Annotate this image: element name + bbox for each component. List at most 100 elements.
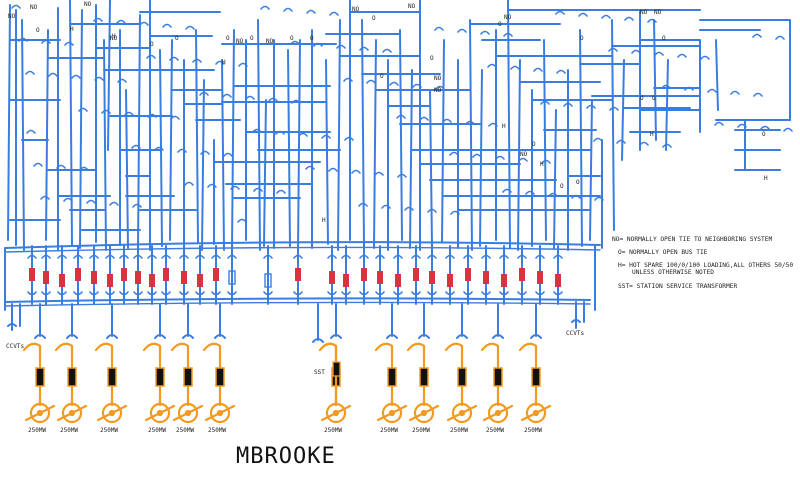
feeder-line (107, 0, 111, 151)
o-label: O (250, 35, 254, 42)
step-up-transformer (531, 367, 541, 387)
switch-symbol (26, 129, 36, 134)
generator-symbol (149, 402, 171, 424)
upper-transmission-network (7, 0, 793, 251)
h-label: H (70, 26, 74, 33)
switch-symbol (419, 116, 429, 121)
circuit-breaker (107, 274, 113, 287)
bay-disconnect (327, 254, 337, 296)
legend-h-line2: UNLESS OTHERWISE NOTED (632, 269, 714, 277)
circuit-breaker (43, 271, 49, 284)
bay-disconnect (553, 254, 563, 296)
switch-symbol (170, 115, 180, 120)
switch-symbol (427, 208, 437, 213)
switch-symbol (222, 93, 232, 98)
bay-disconnect (41, 254, 51, 296)
feeder-line (69, 0, 73, 246)
switch-symbol (752, 33, 762, 38)
bay-disconnect (293, 254, 303, 296)
circuit-breaker (555, 274, 561, 287)
switch-symbol (533, 67, 543, 72)
feeder-line (297, 39, 301, 251)
bay-disconnect (359, 254, 369, 296)
switch-symbol (555, 10, 565, 15)
generator-symbol (487, 402, 509, 424)
switch-symbol (381, 204, 391, 209)
step-up-transformer (67, 367, 77, 387)
generator-section (22, 342, 552, 424)
generator-rating: 250MW (208, 427, 226, 434)
circuit-breaker (501, 274, 507, 287)
generator-rating: 250MW (324, 427, 342, 434)
generator-rating: 250MW (60, 427, 78, 434)
switch-symbol (237, 218, 247, 223)
generator-slash (96, 404, 128, 422)
switch-symbol (329, 11, 339, 16)
step-up-transformer (215, 367, 225, 387)
circuit-breaker (149, 274, 155, 287)
switch-symbol (571, 194, 581, 199)
switch-symbol (33, 162, 43, 167)
switch-symbol (94, 76, 104, 81)
no-label: NO (266, 38, 274, 45)
switch-symbol (78, 107, 88, 112)
feeder-line (361, 19, 365, 247)
switch-symbol (540, 100, 550, 105)
open-breaker (228, 270, 236, 285)
switch-symbol (631, 49, 641, 54)
switch-symbol (200, 150, 210, 155)
switch-symbol (760, 125, 770, 130)
step-up-transformer (419, 367, 429, 387)
generator-symbol (451, 402, 473, 424)
generator-feeder (330, 303, 342, 339)
circuit-breaker (465, 268, 471, 281)
o-label: O (532, 141, 536, 148)
o-label: O (560, 183, 564, 190)
h-label: H (112, 33, 116, 40)
switch-symbol (359, 46, 369, 51)
generator-rating: 250MW (524, 427, 542, 434)
switch-symbol (93, 17, 103, 22)
bay-disconnect (105, 254, 115, 296)
no-label: NO (504, 14, 512, 21)
switch-symbol (434, 26, 444, 31)
feeder-line (257, 19, 261, 251)
step-up-transformer (107, 367, 117, 387)
switch-symbol (147, 113, 157, 118)
h-label: H (540, 161, 544, 168)
circuit-breaker (59, 274, 65, 287)
legend-o: O= NORMALLY OPEN BUS TIE (618, 248, 708, 256)
legend: NO= NORMALLY OPEN TIE TO NEIGHBORING SYS… (612, 236, 797, 296)
circuit-breaker (395, 274, 401, 287)
o-label: O (150, 41, 154, 48)
feeder-line (469, 19, 473, 251)
ccvt-right-label: CCVTs (566, 330, 584, 337)
no-label: NO (352, 6, 360, 13)
switch-symbol (594, 196, 604, 201)
o-label: O (430, 55, 434, 62)
switch-symbol (291, 99, 301, 104)
o-label: O (372, 15, 376, 22)
feeder-line (517, 59, 521, 251)
switch-symbol (344, 136, 354, 141)
legend-h-line1: H= HOT SPARE 100/0/100 LOADING,ALL OTHER… (618, 261, 794, 269)
circuit-breaker (447, 274, 453, 287)
o-label: O (762, 131, 766, 138)
no-label: NO (654, 9, 662, 16)
feeder-line (409, 69, 413, 249)
feeder-line (337, 19, 341, 251)
o-label: O (640, 95, 644, 102)
switch-symbol (223, 152, 233, 157)
feeder-line (621, 59, 625, 161)
generator-slash (446, 404, 478, 422)
bay-disconnect (263, 254, 273, 296)
switch-symbol (116, 19, 126, 24)
generator-slash (56, 404, 88, 422)
ccvt-left (7, 303, 21, 331)
generator-feeder (106, 303, 118, 339)
switch-symbol (404, 206, 414, 211)
switch-symbol (162, 23, 172, 28)
switch-symbol (245, 95, 255, 100)
switch-symbol (442, 118, 452, 123)
switch-symbol (397, 173, 407, 178)
